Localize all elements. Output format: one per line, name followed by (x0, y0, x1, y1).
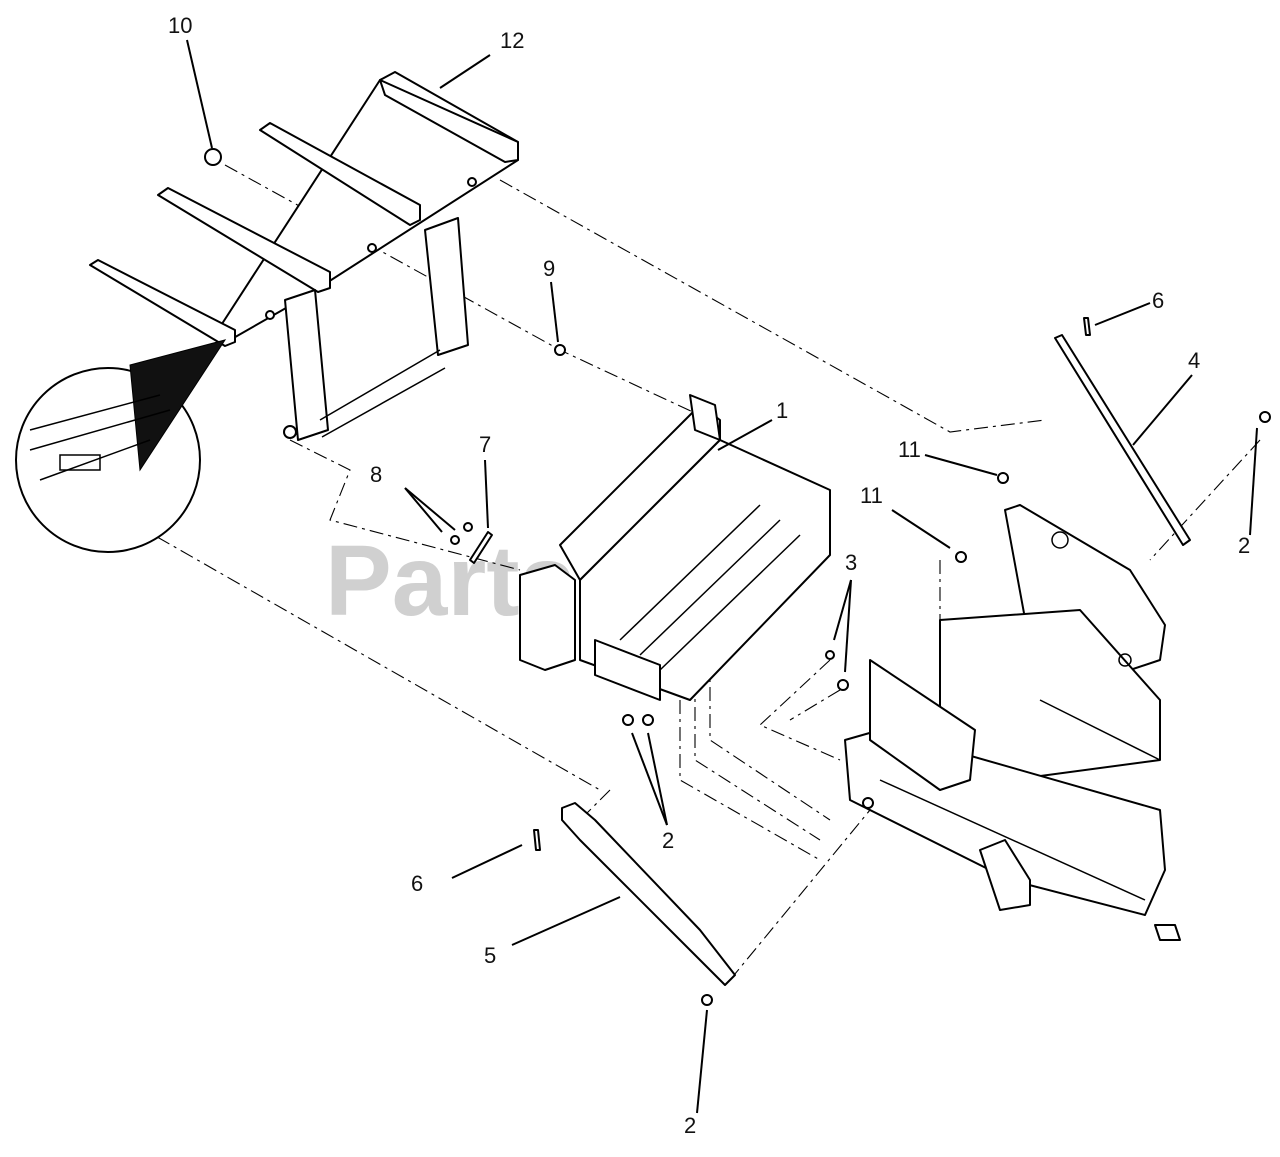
nut-2-mid-b (642, 714, 654, 726)
callout-5: 5 (484, 943, 496, 968)
part-5-rod (561, 802, 736, 986)
callout-9: 9 (543, 256, 555, 281)
nut-3-a (825, 650, 835, 660)
nut-11-upper (997, 472, 1009, 484)
callout-11-upper: 11 (898, 437, 921, 462)
callout-2-right: 2 (1238, 533, 1250, 558)
callout-10: 10 (168, 13, 192, 38)
callout-6-upper: 6 (1152, 288, 1164, 313)
callout-12: 12 (500, 28, 524, 53)
nut-2-lower (701, 994, 713, 1006)
part-12-rack-frame (89, 71, 519, 441)
nut-2-right (1259, 411, 1271, 423)
callout-6-lower: 6 (411, 871, 423, 896)
part-1-footrest (519, 394, 831, 701)
callout-1: 1 (776, 398, 788, 423)
part-4-rod (1054, 334, 1191, 546)
nut-11-lower (955, 551, 967, 563)
detail-magnifier (15, 339, 227, 553)
nut-2-mid-a (622, 714, 634, 726)
callout-labels: 1 2 2 2 3 4 5 6 6 7 8 9 10 11 11 12 (168, 13, 1250, 1138)
bolt-8-a (463, 522, 473, 532)
nut-3-b (837, 679, 849, 691)
pin-6-lower (533, 829, 541, 851)
leader-lines (186, 39, 1258, 1114)
callout-2-bottom: 2 (684, 1113, 696, 1138)
callout-2-mid: 2 (662, 828, 674, 853)
washer-9 (554, 344, 566, 356)
callout-8: 8 (370, 462, 382, 487)
callout-7: 7 (479, 432, 491, 457)
bolt-8-b (450, 535, 460, 545)
nut-10 (204, 148, 222, 166)
callout-11-lower: 11 (860, 483, 883, 508)
clip-7 (469, 531, 493, 564)
pin-6-upper (1083, 317, 1091, 336)
chassis-frame (844, 504, 1181, 941)
callout-3: 3 (845, 550, 857, 575)
hardware (204, 148, 1271, 1006)
callout-4: 4 (1188, 348, 1200, 373)
